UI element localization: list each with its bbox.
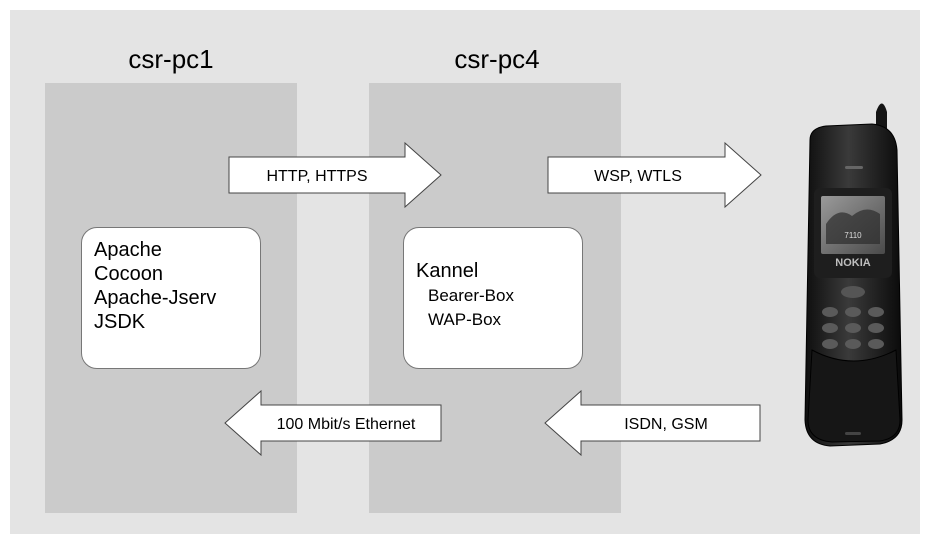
link-label-ethernet: 100 Mbit/s Ethernet [277,416,416,433]
software-title-kannel: Kannel [416,260,479,282]
link-label-wsp: WSP, WTLS [594,168,682,185]
phone-screen-text: 7110 [844,231,862,240]
pc4-software-box: Kannel Bearer-Box WAP-Box [403,227,583,369]
software-item-cocoon: Cocoon [94,263,163,285]
pc1-software-box: Apache Cocoon Apache-Jserv JSDK [81,227,261,369]
software-item-jsdk: JSDK [94,311,146,333]
link-label-http: HTTP, HTTPS [266,168,367,185]
arrow-isdn-left: ISDN, GSM [544,389,761,457]
software-item-apache: Apache [94,239,162,261]
arrow-http-right: HTTP, HTTPS [228,141,442,209]
arrow-wsp-right: WSP, WTLS [547,141,762,209]
software-item-apache-jserv: Apache-Jserv [94,287,217,309]
mobile-phone-icon: 7110 NOKIA [804,103,903,447]
host-title-csr-pc4: csr-pc4 [454,44,540,74]
host-title-csr-pc1: csr-pc1 [128,44,214,74]
software-item-bearer-box: Bearer-Box [428,286,514,305]
arrow-ethernet-left: 100 Mbit/s Ethernet [224,389,442,457]
software-item-wap-box: WAP-Box [428,310,502,329]
phone-brand-label: NOKIA [835,257,871,269]
link-label-isdn: ISDN, GSM [624,416,708,433]
